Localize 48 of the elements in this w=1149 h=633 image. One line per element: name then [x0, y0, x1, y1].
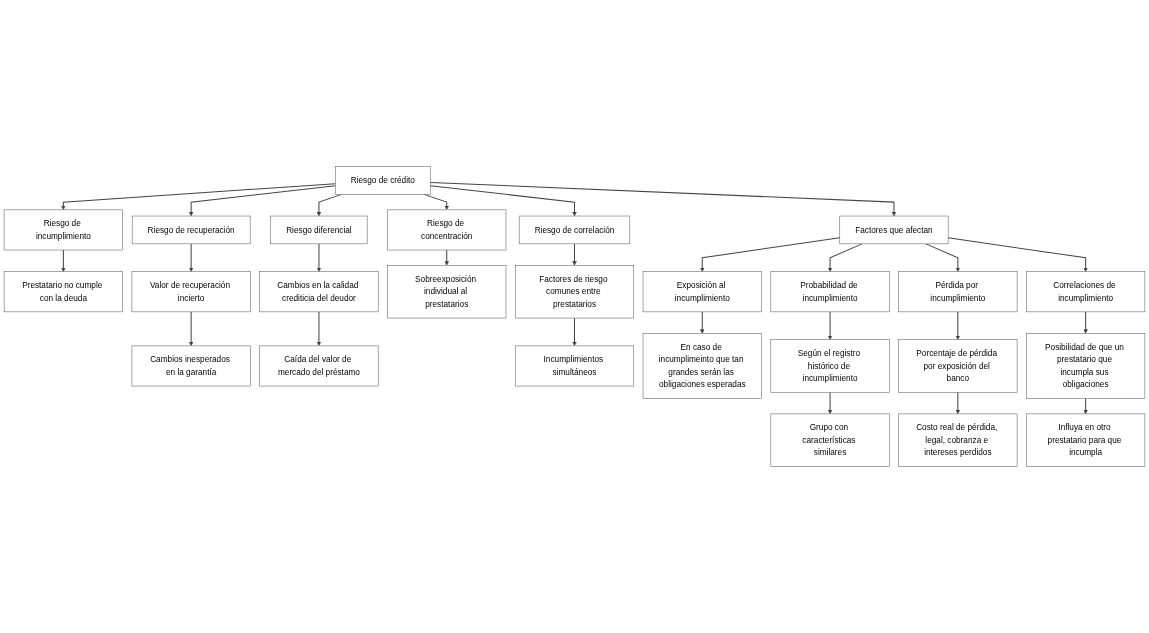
- node-box: Riesgo de concentración: [387, 209, 507, 251]
- node-box: Riesgo de crédito: [335, 166, 431, 195]
- arrow: [1083, 397, 1088, 415]
- arrow: [925, 243, 961, 272]
- node-box: Valor de recuperación incierto: [131, 271, 251, 313]
- arrow: [955, 391, 961, 415]
- node-box: Prestatario no cumple con la deuda: [3, 271, 123, 313]
- node-box: Incumplimientos simultáneos: [515, 345, 634, 387]
- arrow: [316, 243, 322, 272]
- arrow: [955, 311, 961, 340]
- arrow: [188, 243, 194, 272]
- node-box: Caída del valor de mercado del préstamo: [259, 345, 379, 387]
- arrow: [61, 183, 336, 211]
- node-box: Correlaciones de incumplimiento: [1026, 271, 1146, 313]
- arrow: [444, 249, 449, 266]
- node-box: Posibilidad de que un prestatario que incumpla sus obligaciones: [1026, 333, 1146, 399]
- node-box: Cambios en la calidad crediticia del deudor: [259, 271, 379, 313]
- node-box: Exposición al incumplimiento: [642, 271, 762, 313]
- node-box: Pérdida por incumplimiento: [898, 271, 1018, 313]
- node-box: Costo real de pérdida, legal, cobranza e intereses perdidos: [898, 413, 1018, 467]
- node-box: Factores que afectan: [839, 215, 949, 245]
- node-box: Porcentaje de pérdida por exposición del banco: [898, 339, 1018, 393]
- arrow: [827, 311, 833, 340]
- node-box: Riesgo de correlación: [518, 215, 631, 245]
- arrow: [1083, 311, 1088, 334]
- arrow: [700, 311, 705, 334]
- arrow: [429, 181, 897, 217]
- arrow: [827, 391, 833, 415]
- node-box: Riesgo de incumplimiento: [3, 209, 123, 251]
- node-box: Factores de riesgo comunes entre prestatarios: [515, 265, 634, 319]
- node-box: En caso de incumplimeinto que tan grandes serán las obligaciones esperadas: [642, 333, 762, 399]
- node-box: Riesgo de recuperación: [131, 215, 251, 245]
- node-box: Cambios inesperados en la garantía: [131, 345, 251, 387]
- arrow: [429, 185, 577, 217]
- arrow: [572, 317, 577, 347]
- arrow: [61, 249, 66, 272]
- arrow: [572, 243, 577, 266]
- arrow: [188, 185, 336, 217]
- node-box: Sobreexposición individual al prestatarios: [387, 265, 507, 319]
- node-box: Según el registro histórico de incumplimiento: [770, 339, 890, 393]
- node-box: Riesgo diferencial: [270, 215, 368, 245]
- node-box: Probabilidad de incumplimiento: [770, 271, 890, 313]
- arrow: [700, 237, 841, 272]
- arrow: [947, 237, 1088, 272]
- node-box: Grupo con características similares: [770, 413, 890, 467]
- arrow: [188, 311, 194, 347]
- node-box: Influya en otro prestatario para que incumpla: [1026, 413, 1146, 467]
- arrow: [316, 311, 322, 347]
